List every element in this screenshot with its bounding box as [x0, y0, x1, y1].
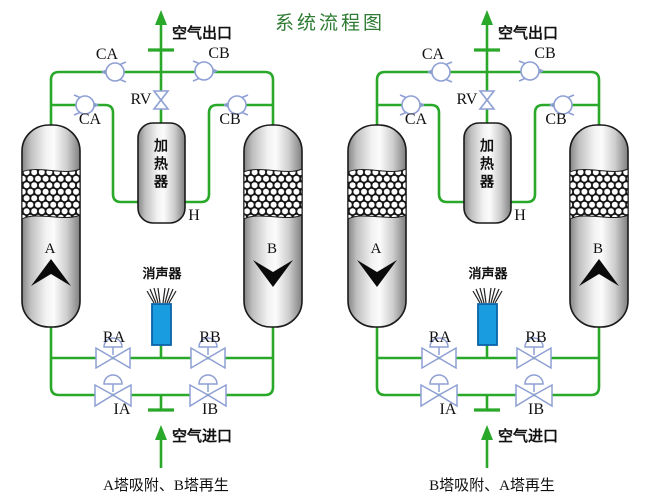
valve-ra-label: RA [428, 329, 452, 346]
page-title: 系统流程图 [274, 13, 386, 34]
tower-b-letter: B [266, 241, 278, 257]
valve-ia-label: IA [439, 401, 457, 418]
diagram-a-adsorb: 空气出口 CA CB CA CB RV 加热器 H A B 消声器 RA RB … [20, 8, 304, 494]
diagram-b-caption: B塔吸附、A塔再生 [429, 478, 555, 494]
diagram-a-graphics [20, 8, 304, 470]
valve-ca-top-label: CA [421, 46, 445, 63]
heater-label: 加热器 [479, 138, 495, 192]
valve-cb-lower-label: CB [219, 111, 241, 128]
valve-cb-top-label: CB [208, 45, 230, 62]
valve-rv-label: RV [456, 91, 478, 108]
valve-ca-top-label: CA [95, 46, 119, 63]
silencer-label: 消声器 [468, 266, 508, 281]
inlet-label: 空气进口 [172, 428, 233, 445]
outlet-label: 空气出口 [498, 25, 559, 42]
diagram-b-graphics [346, 8, 630, 470]
tower-b-letter: B [592, 241, 604, 257]
valve-ra-label: RA [102, 329, 126, 346]
outlet-label: 空气出口 [172, 25, 233, 42]
valve-ib-label: IB [528, 401, 544, 418]
valve-cb-lower-label: CB [545, 111, 567, 128]
inlet-label: 空气进口 [498, 428, 559, 445]
valve-ca-lower-label: CA [78, 111, 102, 128]
valve-ib-label: IB [202, 401, 218, 418]
valve-ia-label: IA [113, 401, 131, 418]
heater-label: 加热器 [153, 138, 169, 192]
valve-rb-label: RB [199, 329, 221, 346]
silencer-label: 消声器 [142, 266, 182, 281]
heater-tag-label: H [188, 207, 200, 224]
tower-a-letter: A [44, 241, 56, 257]
valve-rv-label: RV [130, 91, 152, 108]
valve-rb-label: RB [525, 329, 547, 346]
tower-a-letter: A [370, 241, 382, 257]
diagram-a-caption: A塔吸附、B塔再生 [103, 478, 229, 494]
diagram-b-adsorb: 空气出口 CA CB CA CB RV 加热器 H A B 消声器 RA RB … [326, 0, 650, 500]
tower-a-down-arrow [357, 260, 397, 287]
valve-ca-lower-label: CA [404, 111, 428, 128]
heater-tag-label: H [514, 207, 526, 224]
tower-a-up-arrow [31, 259, 71, 286]
valve-cb-top-label: CB [534, 45, 556, 62]
tower-b-down-arrow [253, 260, 293, 287]
tower-b-up-arrow [579, 259, 619, 286]
